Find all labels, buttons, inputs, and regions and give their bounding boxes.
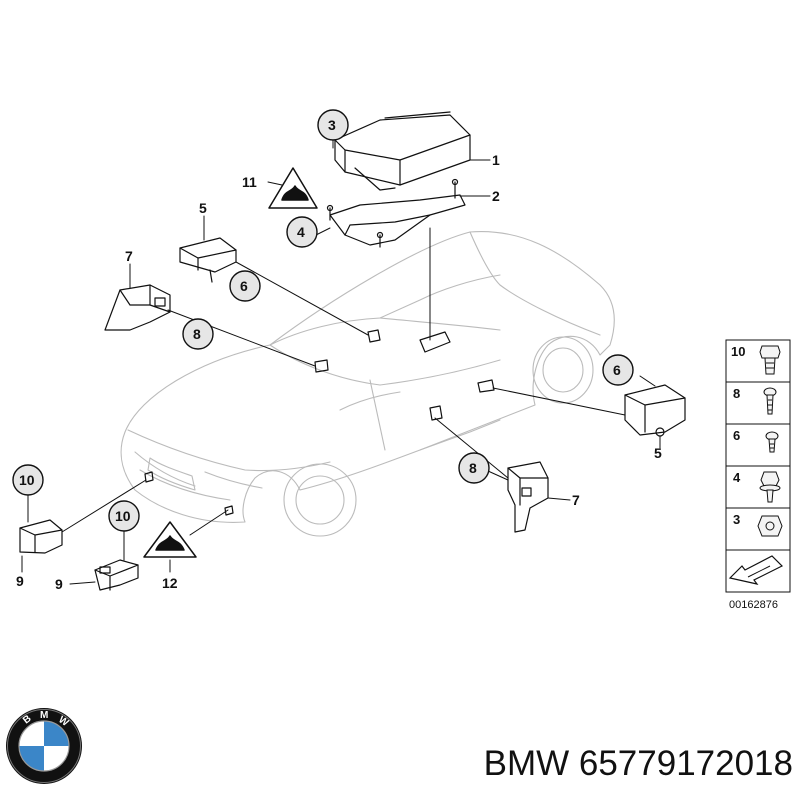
leader-lines <box>21 139 661 585</box>
callout-7-right: 7 <box>572 492 580 508</box>
legend-label-4: 4 <box>733 470 741 485</box>
side-sensor-right <box>624 384 686 437</box>
callout-5-right: 5 <box>654 445 662 461</box>
callout-3: 3 <box>328 117 336 133</box>
side-sensor-upper <box>179 237 237 283</box>
short-screw-icon <box>765 431 779 453</box>
callout-10-mid: 10 <box>115 508 131 524</box>
callout-2: 2 <box>492 188 500 204</box>
callout-1: 1 <box>492 152 500 168</box>
control-unit <box>334 111 471 191</box>
front-sensor-left <box>104 284 171 331</box>
legend-label-10: 10 <box>731 344 745 359</box>
svg-text:M: M <box>40 710 48 721</box>
callout-5-upper: 5 <box>199 200 207 216</box>
bumper-sensor-a <box>19 519 63 554</box>
hex-nut-icon <box>757 515 783 537</box>
rivet-icon <box>759 345 781 375</box>
legend-label-8: 8 <box>733 386 740 401</box>
front-sensor-right <box>507 461 549 533</box>
direction-arrow-icon <box>728 555 784 585</box>
callout-6-upper: 6 <box>240 278 248 294</box>
callout-8-right: 8 <box>469 460 477 476</box>
document-number: 00162876 <box>729 599 778 611</box>
car-outline <box>120 230 615 537</box>
callout-9-left: 9 <box>16 573 24 589</box>
callout-4: 4 <box>297 224 305 240</box>
hex-bolt-icon <box>759 471 781 503</box>
callout-11: 11 <box>242 174 257 190</box>
bumper-sensor-b <box>94 559 139 591</box>
screw-icon <box>763 387 777 415</box>
callout-circles <box>12 109 634 532</box>
bmw-logo: B M W <box>6 708 82 784</box>
warning-label-12 <box>143 521 197 558</box>
callout-8-upper: 8 <box>193 326 201 342</box>
callout-12: 12 <box>162 575 178 591</box>
mounted-sensors <box>144 329 495 516</box>
legend-label-3: 3 <box>733 512 740 527</box>
legend-label-6: 6 <box>733 428 740 443</box>
callout-9-mid: 9 <box>55 576 63 592</box>
callout-6-right: 6 <box>613 362 621 378</box>
callout-10-left: 10 <box>19 472 35 488</box>
callout-7-upper: 7 <box>125 248 133 264</box>
warning-label-11 <box>268 167 318 209</box>
part-caption: BMW 65779172018 <box>483 744 793 783</box>
callout-labels: 1 2 3 4 5 6 7 8 11 6 5 8 7 10 9 10 9 12 <box>16 117 662 592</box>
bracket <box>326 178 466 248</box>
hardware-legend: 10 8 6 4 3 <box>725 339 791 611</box>
